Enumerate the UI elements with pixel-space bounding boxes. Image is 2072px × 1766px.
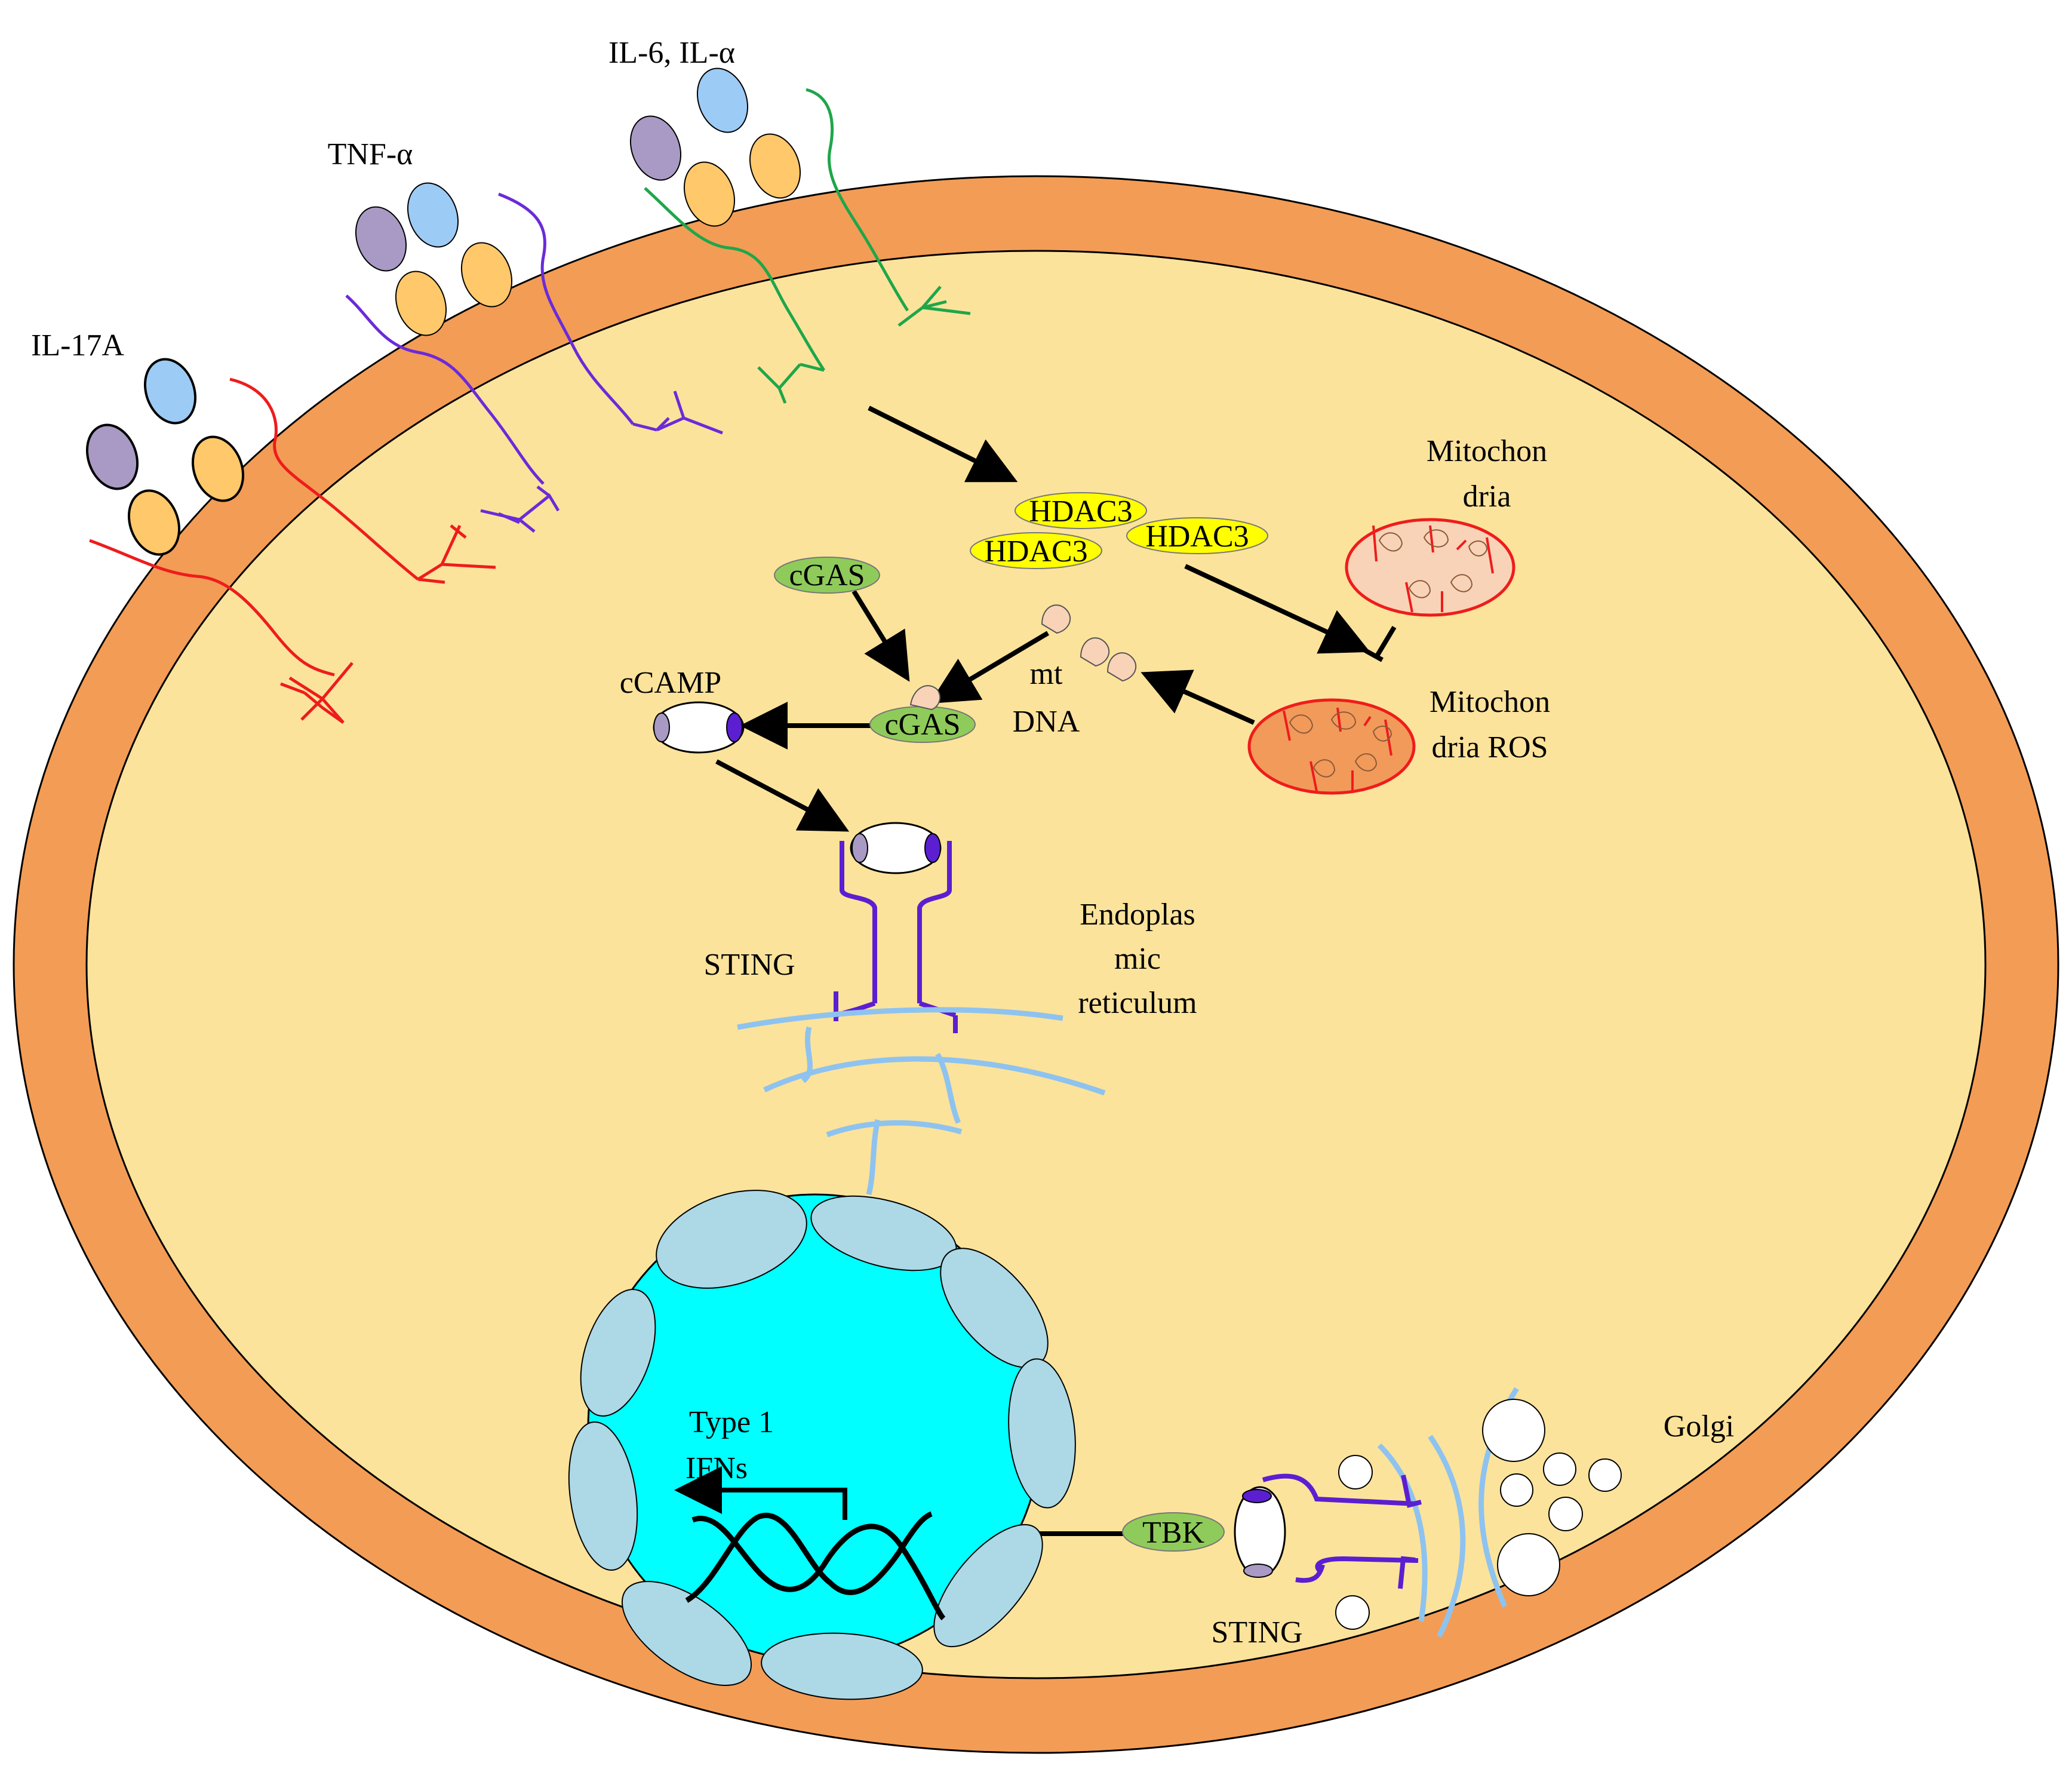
ccamp-cap-right xyxy=(726,712,743,742)
cgas-bottom: cGAS xyxy=(869,685,976,743)
nuclear-pore xyxy=(1008,1358,1076,1509)
sting-golgi-cap-top xyxy=(1242,1489,1272,1503)
mito-ros-label: Mitochon xyxy=(1430,685,1550,719)
nuclear-pore xyxy=(656,1190,807,1289)
cytokine-purple xyxy=(85,423,139,490)
cytokine-orange xyxy=(460,242,513,308)
sting-er: STING xyxy=(703,822,958,1033)
golgi-vesicle xyxy=(1543,1452,1576,1486)
arrow-cgas-to-cgas xyxy=(851,589,910,682)
hdac3-label: HDAC3 xyxy=(1029,495,1132,529)
tnf-cytokines xyxy=(355,182,513,336)
nuclear-pore xyxy=(933,1524,1043,1648)
hdac3-ellipse xyxy=(1126,517,1268,554)
nuclear-pore xyxy=(580,1289,656,1417)
cytokine-purple xyxy=(355,206,407,272)
mtdna-label: mt xyxy=(1030,657,1063,691)
ccamp-label: cCAMP xyxy=(620,666,721,700)
cytokine-orange xyxy=(683,161,736,227)
tbk-label: TBK xyxy=(1142,1516,1204,1550)
ccamp-cap-left xyxy=(653,712,670,742)
golgi-vesicle xyxy=(1338,1455,1373,1489)
mtdna-fragments xyxy=(1041,604,1137,682)
arrow-ccamp-to-sting xyxy=(715,759,850,832)
nucleus: Type 1 IFNs xyxy=(568,1190,1076,1700)
golgi-vesicle xyxy=(1335,1595,1370,1630)
cgas-label: cGAS xyxy=(884,708,960,742)
mitochondria: Mitochon dria xyxy=(1345,434,1547,617)
tbk-ellipse xyxy=(1122,1512,1225,1552)
il17a-cytokines xyxy=(85,358,245,556)
hdac3-group: HDAC3 HDAC3 HDAC3 xyxy=(970,492,1268,569)
hdac3-label: HDAC3 xyxy=(984,535,1087,569)
golgi-label: Golgi xyxy=(1664,1409,1734,1443)
nuclear-pore xyxy=(568,1421,638,1571)
cgas-ellipse xyxy=(774,557,880,594)
nuclear-pore xyxy=(621,1581,752,1686)
sting-ligand-cap-left xyxy=(851,833,868,863)
golgi-vesicle xyxy=(1497,1533,1560,1596)
sting-label: STING xyxy=(703,948,795,982)
arrow-ros-to-mtdna xyxy=(1140,669,1255,725)
sting-ligand-cap-right xyxy=(924,833,941,863)
mtdna-fragment xyxy=(909,685,941,711)
mito-ros-label: dria ROS xyxy=(1432,730,1548,764)
golgi-vesicle xyxy=(1588,1458,1622,1492)
sting-golgi: TBK STING xyxy=(1122,1473,1422,1650)
cgas-label: cGAS xyxy=(789,558,865,592)
mito-label: dria xyxy=(1463,480,1511,514)
cytoplasm xyxy=(85,250,1987,1679)
arrow-hdac3-to-ros xyxy=(1184,564,1370,654)
mito-label: Mitochon xyxy=(1427,434,1547,468)
il17a-label: IL-17A xyxy=(31,328,124,363)
er-label: reticulum xyxy=(1078,986,1197,1020)
sting-golgi-label: STING xyxy=(1211,1615,1302,1650)
cytokine-purple xyxy=(629,115,682,181)
cytokine-orange xyxy=(749,133,801,199)
mtdna-label: DNA xyxy=(1013,705,1080,739)
tnf-label: TNF-α xyxy=(328,137,413,171)
cytokine-blue xyxy=(696,67,749,133)
arrow-receptor-to-hdac3 xyxy=(868,406,1018,483)
golgi-vesicle xyxy=(1482,1399,1545,1462)
golgi: Golgi xyxy=(1335,1387,1734,1638)
arrow-mtdna-to-cgas xyxy=(929,631,1050,704)
golgi-vesicle xyxy=(1500,1473,1533,1507)
cytokine-orange xyxy=(127,489,181,556)
er-label: mic xyxy=(1114,942,1161,976)
transcription-arrow xyxy=(674,1466,847,1520)
inhibit-mito-to-ros xyxy=(1374,625,1397,659)
nuclear-pore xyxy=(761,1632,923,1700)
il6-label: IL-6, IL-α xyxy=(608,36,735,70)
endoplasmic-reticulum xyxy=(737,1007,1106,1196)
dna-helix xyxy=(685,1511,946,1621)
il6-receptor xyxy=(644,88,971,404)
sting-golgi-cap-bottom xyxy=(1243,1564,1273,1578)
cytokine-blue xyxy=(143,358,197,425)
tnf-receptor xyxy=(345,192,723,533)
ccamp-molecule: cCAMP xyxy=(620,666,745,754)
il17-receptor xyxy=(89,377,496,724)
ifn-label: IFNs xyxy=(685,1451,748,1485)
mitochondria-ros: Mitochon dria ROS xyxy=(1247,685,1550,795)
cytokine-blue xyxy=(407,182,459,248)
cytokine-orange xyxy=(191,435,245,502)
ifn-label: Type 1 xyxy=(689,1405,774,1439)
hdac3-label: HDAC3 xyxy=(1145,520,1249,554)
golgi-vesicle xyxy=(1548,1497,1583,1531)
hdac3-ellipse xyxy=(970,532,1102,569)
inhibit-bar xyxy=(1354,643,1384,662)
cytokine-orange xyxy=(395,271,447,336)
il6-cytokines xyxy=(629,67,801,227)
cgas-top: cGAS xyxy=(774,557,880,594)
hdac3-ellipse xyxy=(1015,492,1147,529)
er-label: Endoplas xyxy=(1080,898,1195,932)
